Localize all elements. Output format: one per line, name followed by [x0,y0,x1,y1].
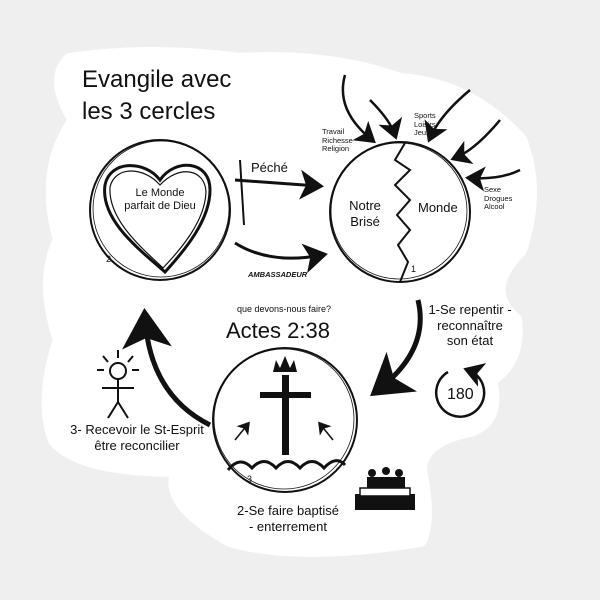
circle-cross [212,347,358,493]
turn-180-icon [434,363,487,418]
perfect-world-label: Le Monde parfait de Dieu [124,187,196,213]
cross-icon [282,375,289,455]
step-3-holy-spirit: 3- Recevoir le St-Esprit être reconcilie… [70,422,204,453]
arrow-sin [234,159,324,226]
verse-reference: Actes 2:38 [226,318,330,343]
circle-number-1: 1 [411,264,417,274]
arrow-ambassador [234,241,328,274]
influence-sex-drugs-alcohol: Sexe Drogues Alcool [484,185,513,212]
heart-icon [103,163,212,275]
spirit-person-icon [97,350,139,419]
circle-number-3: 3 [247,474,253,484]
influence-arrows [341,74,521,192]
question-text: que devons-nous faire? [237,304,332,314]
big-cycle-arrows [122,299,423,428]
crack-line [393,142,412,283]
circle-perfect-world [89,139,231,281]
influence-sports-leisure-games: Sports Loisirs Jeux [414,111,436,138]
ambassador-label: AMBASSADEUR [248,270,308,279]
turn-180-value: 180 [447,386,474,403]
sin-label: Péché [251,160,288,175]
circle-number-2: 2 [106,254,112,264]
diagram-title: Evangile avec les 3 cercles [82,66,232,126]
influence-work-wealth-religion: Travail Richesse Religion [322,127,353,154]
baptism-tub-icon [355,467,415,510]
water-waves-icon [226,459,347,471]
crown-icon [273,356,297,372]
step-2-baptism: 2-Se faire baptisé - enterrement [237,503,339,534]
broken-right-label: Monde [418,200,458,215]
circle-broken-world [329,141,471,283]
step-1-repent: 1-Se repentir - reconnaître son état [428,302,512,349]
broken-left-label: Notre Brisé [349,198,381,229]
